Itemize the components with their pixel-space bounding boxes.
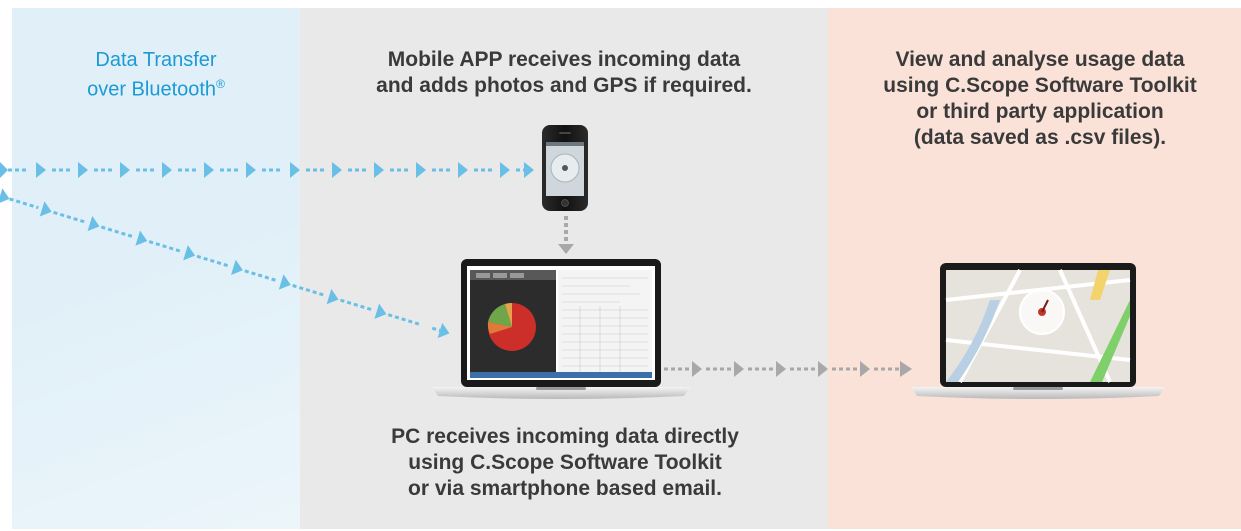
registered-mark: ®: [216, 77, 225, 91]
bluetooth-title: Data Transfer over Bluetooth®: [12, 48, 300, 102]
bluetooth-arrow-to-pc: [0, 188, 450, 339]
bluetooth-panel-shade: [12, 180, 300, 529]
bluetooth-panel: [12, 8, 300, 529]
bluetooth-arrow-to-phone: [0, 162, 534, 178]
mobile-app-caption: Mobile APP receives incoming data and ad…: [376, 48, 752, 97]
smartphone-icon: [542, 125, 588, 211]
pc-caption: PC receives incoming data directly using…: [391, 425, 739, 500]
bluetooth-title-line1: Data Transfer: [95, 49, 217, 71]
laptop-map-icon: [911, 263, 1165, 399]
pc-to-analysis-arrow: [664, 361, 912, 377]
laptop-icon: [432, 259, 690, 399]
analysis-caption: View and analyse usage data using C.Scop…: [883, 48, 1197, 149]
bluetooth-title-line2: over Bluetooth: [87, 78, 217, 101]
phone-to-pc-arrow: [558, 216, 574, 254]
